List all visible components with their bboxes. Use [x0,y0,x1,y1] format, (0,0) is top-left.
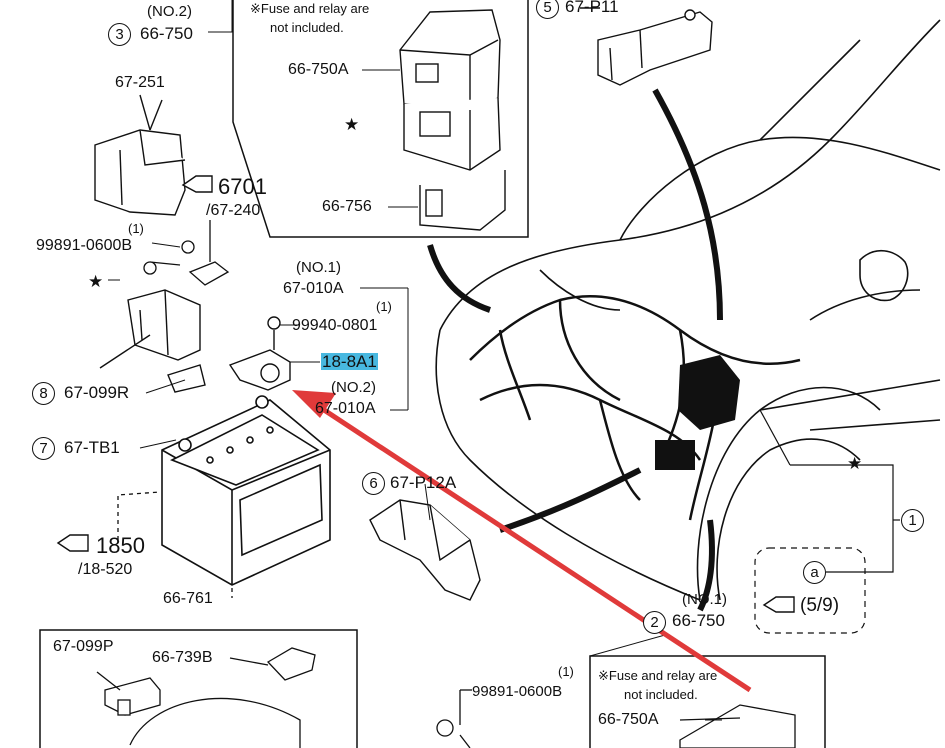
right-star-mark: ★ [847,454,863,473]
fuse-note-bottom-line1: ※Fuse and relay are [598,668,718,683]
hand-pointer-icon-6701 [181,175,213,193]
relay-67-p11-drawing [580,7,713,86]
harness-junction-block [655,355,740,470]
terminal-no2-label: 67-010A [315,400,376,417]
callout-3-circle: 3 [108,23,131,46]
bottom-right-parts-drawing [436,689,796,748]
hand-pointer-icons [56,175,795,613]
car-body-outline [435,19,941,601]
ref-1850-label: 1850 [96,533,145,558]
bolt-left-label: 99891-0600B [36,237,133,254]
bottom-right-leaders [589,634,722,721]
callout-6-circle: 6 [362,472,385,495]
bottom-left-parts-drawing [96,647,316,748]
bottom-left-inset [39,629,358,748]
wire-harness [469,295,801,521]
callout-2-circle: 2 [643,611,666,634]
callout-5-part: 67-P11 [565,0,619,16]
terminal-no1-label: 67-010A [283,280,344,297]
fuse-note-bottom-line2: not included. [624,687,698,702]
callout-5-circle: 5 [536,0,559,19]
fuse-box-cover-label: 66-750A [288,61,349,78]
callout-2-part: 66-750 [672,611,725,630]
callout-7-part: 67-TB1 [64,438,120,457]
callout-7-circle: 7 [32,437,55,460]
red-pointer-arrow [292,390,752,693]
fuse-box-inset-frame [232,0,529,238]
fuse-box-cover-bottom-label: 66-750A [598,711,659,728]
ref-1850-sub-label: /18-520 [78,561,133,578]
part-leaders [108,0,431,521]
bottom-bolt-qty-label: (1) [558,664,574,679]
callout-8-circle: 8 [32,382,55,405]
inset-leaders [208,31,418,208]
part-66-739b-label: 66-739B [152,649,213,666]
battery-dashed-leaders [117,491,233,598]
fuse-box-base-label: 66-756 [322,198,372,215]
bottom-bolt-label: 99891-0600B [472,683,563,700]
top-star-mark: ★ [344,115,360,134]
ref-6701-sub-label: /67-240 [206,202,261,219]
hand-pointer-icon-1850 [56,534,89,552]
fuse-box-cover-drawing [399,9,506,231]
bolt-qty-left: (1) [128,221,144,236]
bracket-drawing [143,220,230,286]
left-star-mark: ★ [88,272,104,291]
fusible-link-block-drawing [99,289,206,393]
callout-3-part: 66-750 [140,24,193,43]
hand-pointer-icon-ref [762,596,795,613]
nut-qty-label: (1) [376,299,392,314]
bottom-right-inset [589,655,826,748]
relay-67-p12a-drawing [369,499,481,601]
terminal-no1-note: (NO.1) [296,259,341,276]
battery-drawing [161,395,331,586]
harness-route-lines [427,88,723,612]
terminal-no2-note: (NO.2) [331,379,376,396]
highlighted-ref-label: 18-8A1 [321,352,378,371]
battery-terminal-drawing [228,316,291,391]
callout-1-circle: 1 [901,509,924,532]
part-67-251-drawing [94,94,186,216]
nut-label: 99940-0801 [292,317,378,334]
part-67-099p-label: 67-099P [53,638,114,655]
callout-a-circle: a [803,561,826,584]
callout-8-part: 67-099R [64,383,130,402]
callout-3-note: (NO.2) [147,3,192,20]
battery-tray-label: 66-761 [163,590,213,607]
callout-6-part: 67-P12A [390,473,457,492]
ref-6701-label: 6701 [218,174,267,199]
fuse-note-top-line2: not included. [270,20,344,35]
callout-2-note: (NO.1) [682,591,727,608]
callout-a-ref: (5/9) [800,595,840,616]
part-67-251-label: 67-251 [115,74,165,91]
callout-1-bracket [754,409,900,634]
fuse-note-top-line1: ※Fuse and relay are [250,1,370,16]
